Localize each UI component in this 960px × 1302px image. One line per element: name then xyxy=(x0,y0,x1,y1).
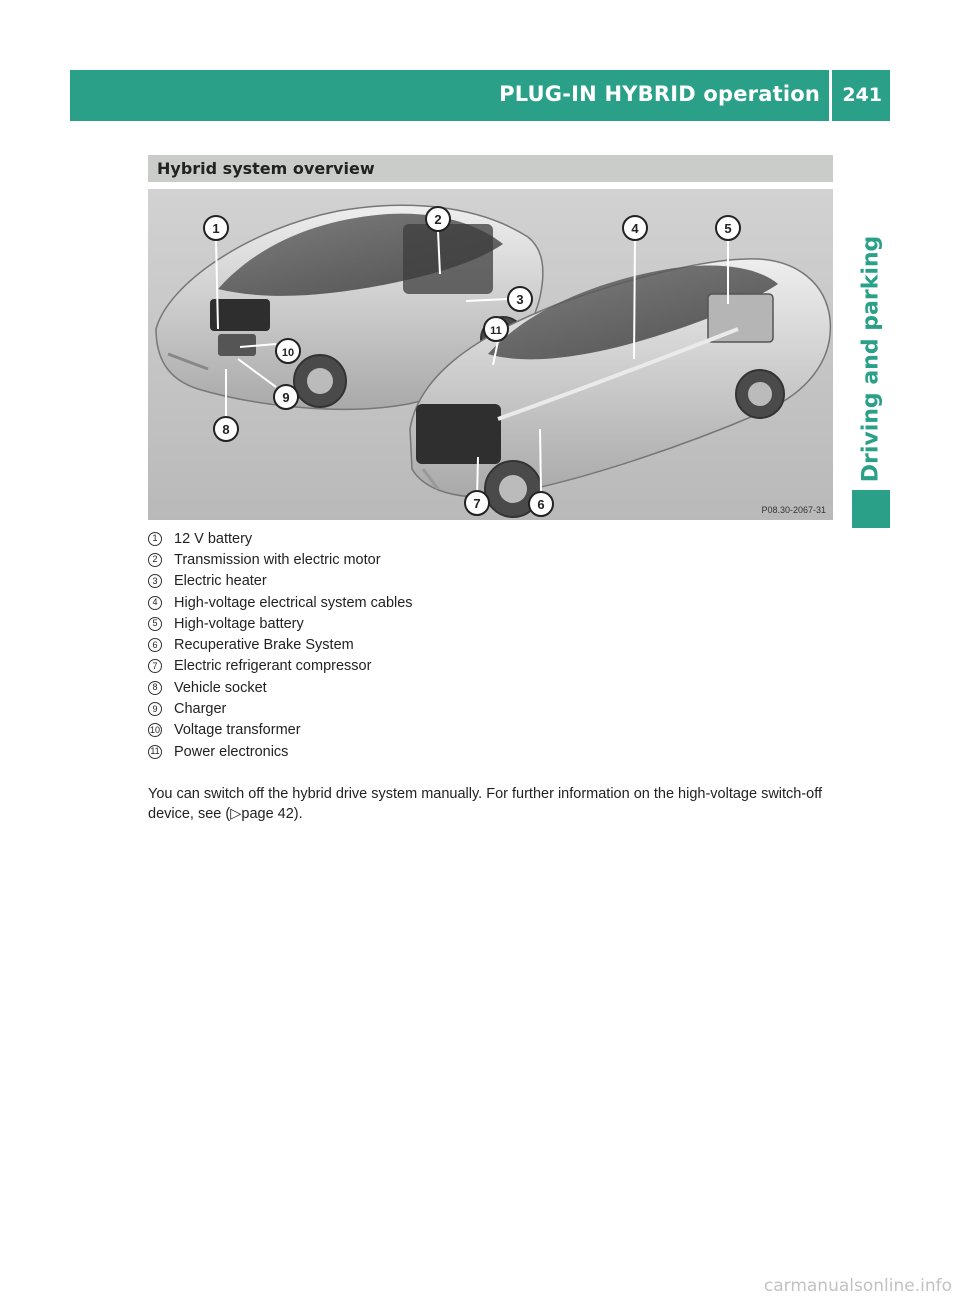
car-cutaway-drawing: 1 2 3 4 5 6 7 8 9 10 11 P08.30-2067-31 xyxy=(148,189,833,520)
svg-text:1: 1 xyxy=(212,221,219,236)
callout-3: 3 xyxy=(507,286,533,312)
body-paragraph: You can switch off the hybrid drive syst… xyxy=(148,784,833,824)
list-item: 4 High-voltage electrical system cables xyxy=(148,592,833,613)
legend-number: 6 xyxy=(148,638,162,653)
header-divider xyxy=(829,70,832,121)
callout-4: 4 xyxy=(622,215,648,241)
section-title: Hybrid system overview xyxy=(157,159,375,178)
legend-number: 5 xyxy=(148,616,162,631)
legend-text: Power electronics xyxy=(174,743,289,760)
callout-10: 10 xyxy=(275,338,301,364)
list-item: 10 Voltage transformer xyxy=(148,720,833,741)
callout-2: 2 xyxy=(425,206,451,232)
legend-number: 9 xyxy=(148,702,162,717)
callout-5: 5 xyxy=(715,215,741,241)
header-bar: PLUG-IN HYBRID operation 241 xyxy=(70,70,890,121)
figure-code: P08.30-2067-31 xyxy=(761,505,826,515)
legend-text: Transmission with electric motor xyxy=(174,551,381,568)
car-front-view xyxy=(409,258,832,518)
legend-number: 8 xyxy=(148,680,162,695)
callout-9: 9 xyxy=(273,384,299,410)
list-item: 3 Electric heater xyxy=(148,571,833,592)
callout-11: 11 xyxy=(483,316,509,342)
side-tab-label: Driving and parking xyxy=(858,235,884,483)
side-tab-marker xyxy=(852,490,890,528)
svg-text:3: 3 xyxy=(516,292,523,307)
callout-7: 7 xyxy=(464,490,490,516)
svg-text:6: 6 xyxy=(537,497,544,512)
legend-number: 7 xyxy=(148,659,162,674)
page-reference-arrow-icon: ▷ xyxy=(230,805,242,822)
list-item: 2 Transmission with electric motor xyxy=(148,549,833,570)
legend-text: Vehicle socket xyxy=(174,679,267,696)
section-header: Hybrid system overview xyxy=(148,155,833,182)
legend-text: Voltage transformer xyxy=(174,722,301,739)
list-item: 8 Vehicle socket xyxy=(148,677,833,698)
callout-1: 1 xyxy=(203,215,229,241)
callout-6: 6 xyxy=(528,491,554,517)
callout-leader-lines xyxy=(215,230,729,500)
legend-number: 10 xyxy=(148,723,162,738)
list-item: 6 Recuperative Brake System xyxy=(148,634,833,655)
watermark: carmanualsonline.info xyxy=(763,1276,952,1296)
svg-text:5: 5 xyxy=(724,221,731,236)
legend-number: 11 xyxy=(148,744,162,759)
svg-text:11: 11 xyxy=(490,325,502,337)
list-item: 9 Charger xyxy=(148,698,833,719)
legend-text: Charger xyxy=(174,701,227,718)
list-item: 5 High-voltage battery xyxy=(148,613,833,634)
hybrid-system-illustration: 1 2 3 4 5 6 7 8 9 10 11 P08.30-2067-31 xyxy=(148,189,833,520)
side-tab: Driving and parking xyxy=(852,235,890,483)
legend-number: 4 xyxy=(148,595,162,610)
paragraph-text: You can switch off the hybrid drive syst… xyxy=(148,785,823,822)
page-reference-link[interactable]: page 42 xyxy=(241,805,294,822)
svg-text:9: 9 xyxy=(282,390,289,405)
chapter-title: PLUG-IN HYBRID operation xyxy=(499,82,820,106)
legend-text: Recuperative Brake System xyxy=(174,637,354,654)
callout-8: 8 xyxy=(213,416,239,442)
list-item: 11 Power electronics xyxy=(148,741,833,762)
svg-text:10: 10 xyxy=(282,347,294,359)
list-item: 1 12 V battery xyxy=(148,528,833,549)
svg-text:7: 7 xyxy=(473,496,480,511)
legend-text: High-voltage electrical system cables xyxy=(174,594,413,611)
legend-list: 1 12 V battery 2 Transmission with electri… xyxy=(148,528,833,762)
car-rear-view xyxy=(155,204,544,411)
legend-number: 2 xyxy=(148,552,162,567)
legend-text: Electric refrigerant compressor xyxy=(174,658,372,675)
legend-text: Electric heater xyxy=(174,573,267,590)
page-number: 241 xyxy=(842,84,882,106)
svg-text:4: 4 xyxy=(631,221,639,236)
legend-number: 3 xyxy=(148,574,162,589)
legend-number: 1 xyxy=(148,531,162,546)
svg-text:2: 2 xyxy=(434,212,441,227)
paragraph-text-end: ). xyxy=(293,805,303,822)
svg-text:8: 8 xyxy=(222,422,229,437)
list-item: 7 Electric refrigerant compressor xyxy=(148,656,833,677)
legend-text: 12 V battery xyxy=(174,530,253,547)
legend-text: High-voltage battery xyxy=(174,615,304,632)
